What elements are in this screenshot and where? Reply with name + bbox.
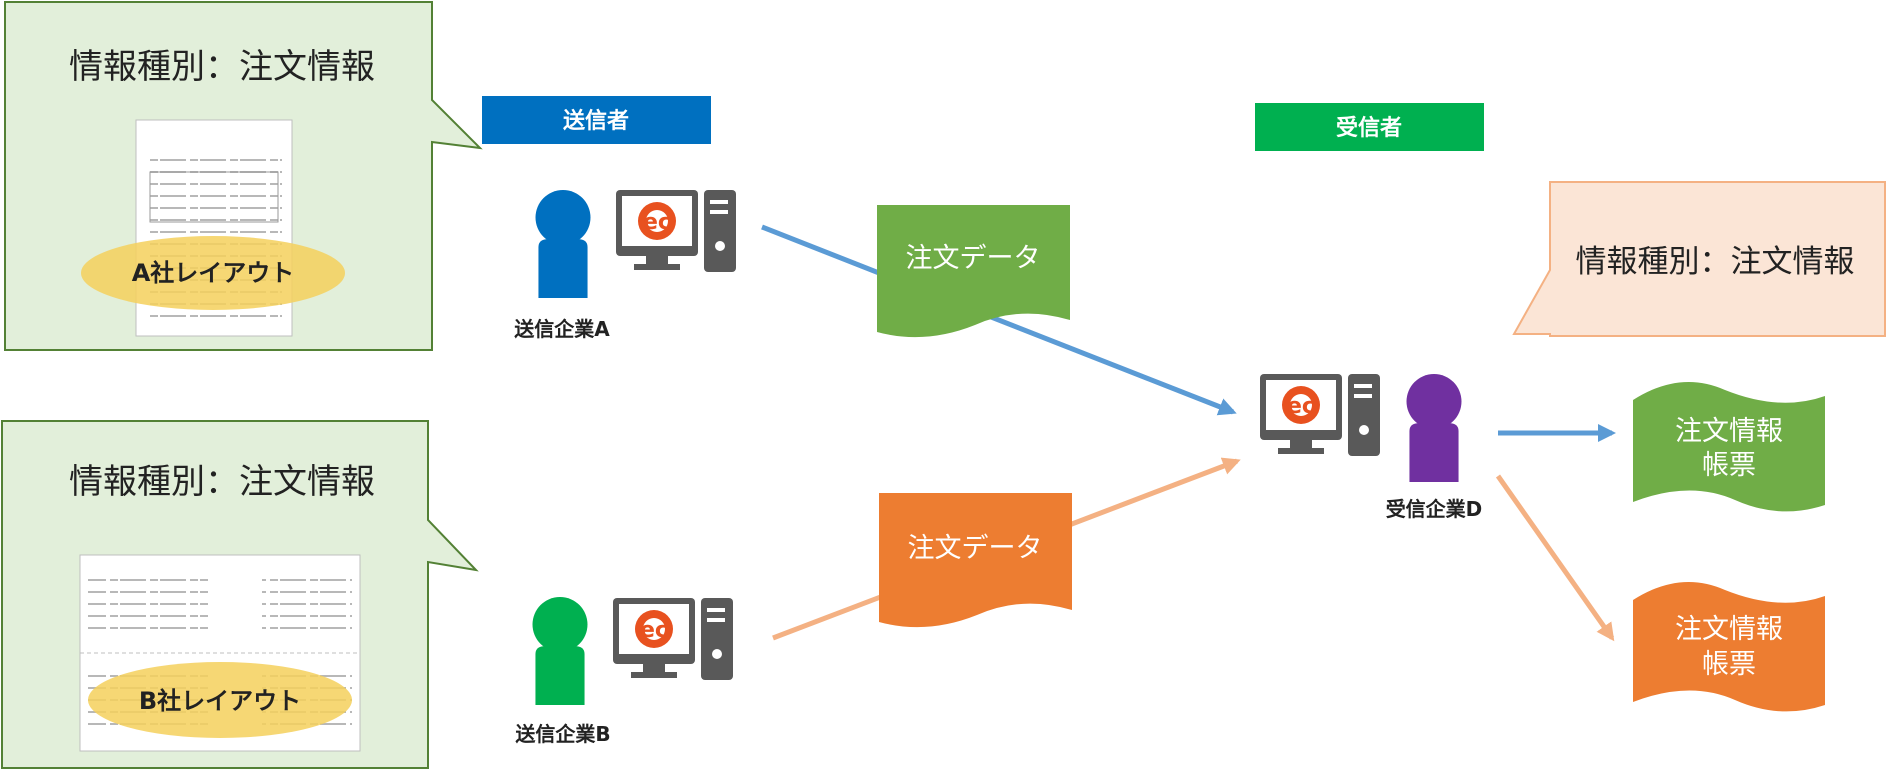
callout-receiver-title: 情報種別：注文情報 <box>1576 244 1855 280</box>
company-d-label: 受信企業D <box>1386 497 1483 521</box>
sender-a: 送信企業A <box>514 190 736 341</box>
computer-icon <box>1260 374 1380 456</box>
person-icon <box>532 597 588 705</box>
computer-icon <box>613 598 733 680</box>
callout-b-title: 情報種別：注文情報 <box>69 462 375 502</box>
data-doc-b-label: 注文データ <box>908 533 1043 564</box>
arrow-a-to-d <box>761 224 1237 416</box>
callout-a-title: 情報種別：注文情報 <box>69 47 375 87</box>
sender-banner: 送信者 <box>482 96 711 144</box>
data-doc-a-label: 注文データ <box>906 243 1041 274</box>
arrow-d-to-orange-doc <box>1495 474 1615 642</box>
callout-b-layout-label: B社レイアウト <box>139 687 301 715</box>
data-doc-b: 注文データ <box>879 493 1072 628</box>
highlight-ellipse <box>88 662 352 738</box>
sender-banner-label: 送信者 <box>563 108 629 134</box>
output-doc-orange-line1: 注文情報 <box>1675 614 1783 645</box>
person-icon <box>535 190 591 298</box>
highlight-ellipse <box>81 236 345 310</box>
receiver-d: 受信企業D <box>1260 374 1482 521</box>
sender-b: 送信企業B <box>515 597 733 746</box>
computer-icon <box>616 190 736 272</box>
company-b-label: 送信企業B <box>515 722 610 746</box>
callout-b: 情報種別：注文情報 B社レイアウト <box>1 420 479 769</box>
receiver-banner: 受信者 <box>1255 103 1484 151</box>
output-doc-orange-line2: 帳票 <box>1702 649 1756 680</box>
receiver-banner-label: 受信者 <box>1336 115 1402 141</box>
callout-a: 情報種別：注文情報 A社レイアウト <box>4 1 483 351</box>
output-doc-orange: 注文情報 帳票 <box>1633 582 1825 712</box>
callout-receiver: 情報種別：注文情報 <box>1512 181 1886 337</box>
output-doc-green-line2: 帳票 <box>1702 450 1756 481</box>
data-doc-a: 注文データ <box>877 205 1070 338</box>
person-icon <box>1406 374 1462 482</box>
output-doc-green: 注文情報 帳票 <box>1633 382 1825 512</box>
callout-a-layout-label: A社レイアウト <box>132 259 295 287</box>
company-a-label: 送信企業A <box>514 317 610 341</box>
output-doc-green-line1: 注文情報 <box>1675 416 1783 447</box>
